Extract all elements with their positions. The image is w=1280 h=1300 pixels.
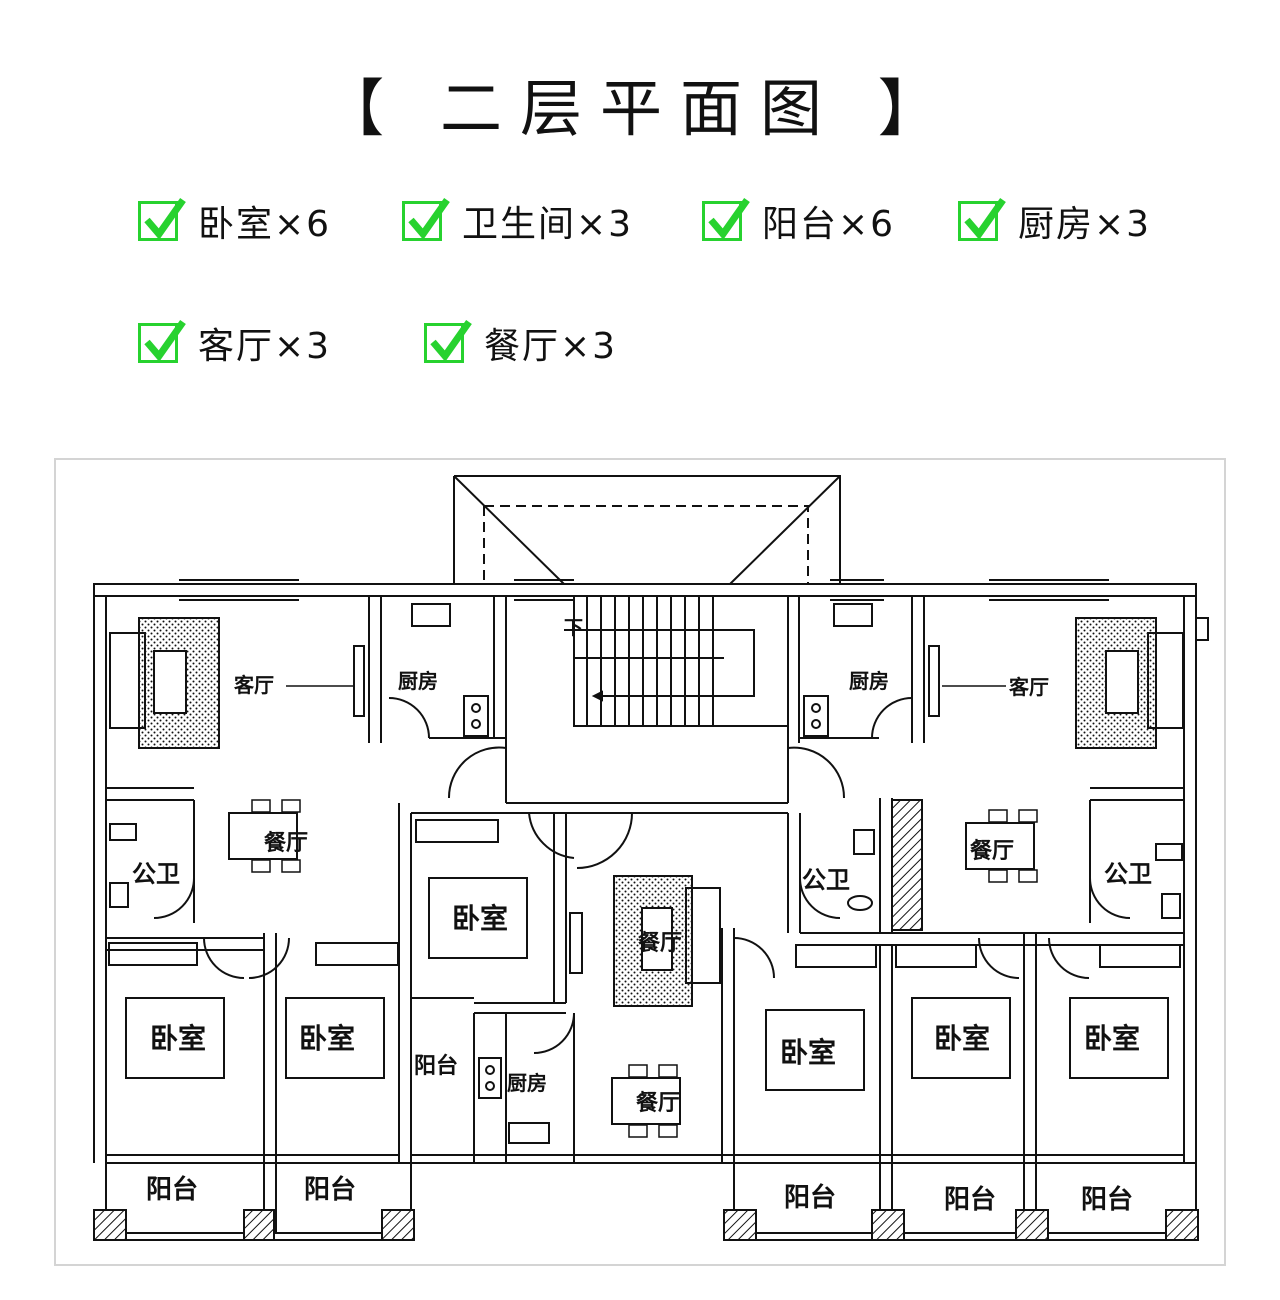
feature-label: 客厅×3 [198,326,332,367]
checkmark-icon [138,197,186,241]
feature-dining-rooms: 餐厅×3 [424,318,617,368]
room-bedroom-5: 卧室 [1084,1022,1140,1055]
room-kitchen-left: 厨房 [398,669,438,693]
room-balcony-1: 阳台 [146,1174,198,1205]
room-bedroom-4: 卧室 [934,1022,990,1055]
checkmark-icon [702,197,750,241]
room-bedroom-3: 卧室 [780,1036,836,1069]
room-balcony-2: 阳台 [304,1174,356,1205]
checkmark-icon [138,319,186,363]
room-balcony-4: 阳台 [944,1184,996,1215]
room-kitchen-right: 厨房 [849,669,889,693]
feature-label: 卧室×6 [198,204,332,245]
stair-down-label: 下 [564,617,583,639]
feature-bathrooms: 卫生间×3 [402,196,633,246]
room-dining-center-top: 餐厅 [638,931,682,956]
feature-living-rooms: 客厅×3 [138,318,331,368]
room-balcony-5: 阳台 [1081,1184,1133,1215]
room-wc-center: 公卫 [802,866,850,894]
room-living-right: 客厅 [1008,675,1049,699]
page-title: 【 二层平面图 】 [322,72,958,145]
feature-label: 卫生间×3 [462,204,634,245]
room-dining-right: 餐厅 [970,839,1014,864]
feature-bedrooms: 卧室×6 [138,196,331,246]
checkmark-icon [402,197,450,241]
feature-label: 厨房×3 [1018,204,1152,245]
checkmark-icon [958,197,1006,241]
feature-balconies: 阳台×6 [702,196,895,246]
room-kitchen-center: 厨房 [507,1071,547,1095]
plan-frame [54,458,1226,1266]
feature-kitchens: 厨房×3 [958,196,1151,246]
feature-label: 餐厅×3 [484,326,618,367]
room-wc-left: 公卫 [132,860,180,888]
checkmark-icon [424,319,472,363]
room-balcony-mid: 阳台 [414,1053,458,1079]
floor-plan: 下 客厅 厨房 厨房 客厅 餐厅 公卫 卧室 餐厅 公卫 餐厅 公卫 卧室 卧室… [93,475,1209,1241]
room-bedroom-center: 卧室 [452,902,508,935]
room-wc-right: 公卫 [1104,860,1152,888]
room-living-left: 客厅 [233,673,274,697]
room-dining-left: 餐厅 [264,831,308,856]
room-dining-center: 餐厅 [636,1091,680,1116]
feature-label: 阳台×6 [762,204,896,245]
room-balcony-3: 阳台 [784,1182,836,1213]
room-bedroom-2: 卧室 [299,1022,355,1055]
room-bedroom-1: 卧室 [150,1022,206,1055]
